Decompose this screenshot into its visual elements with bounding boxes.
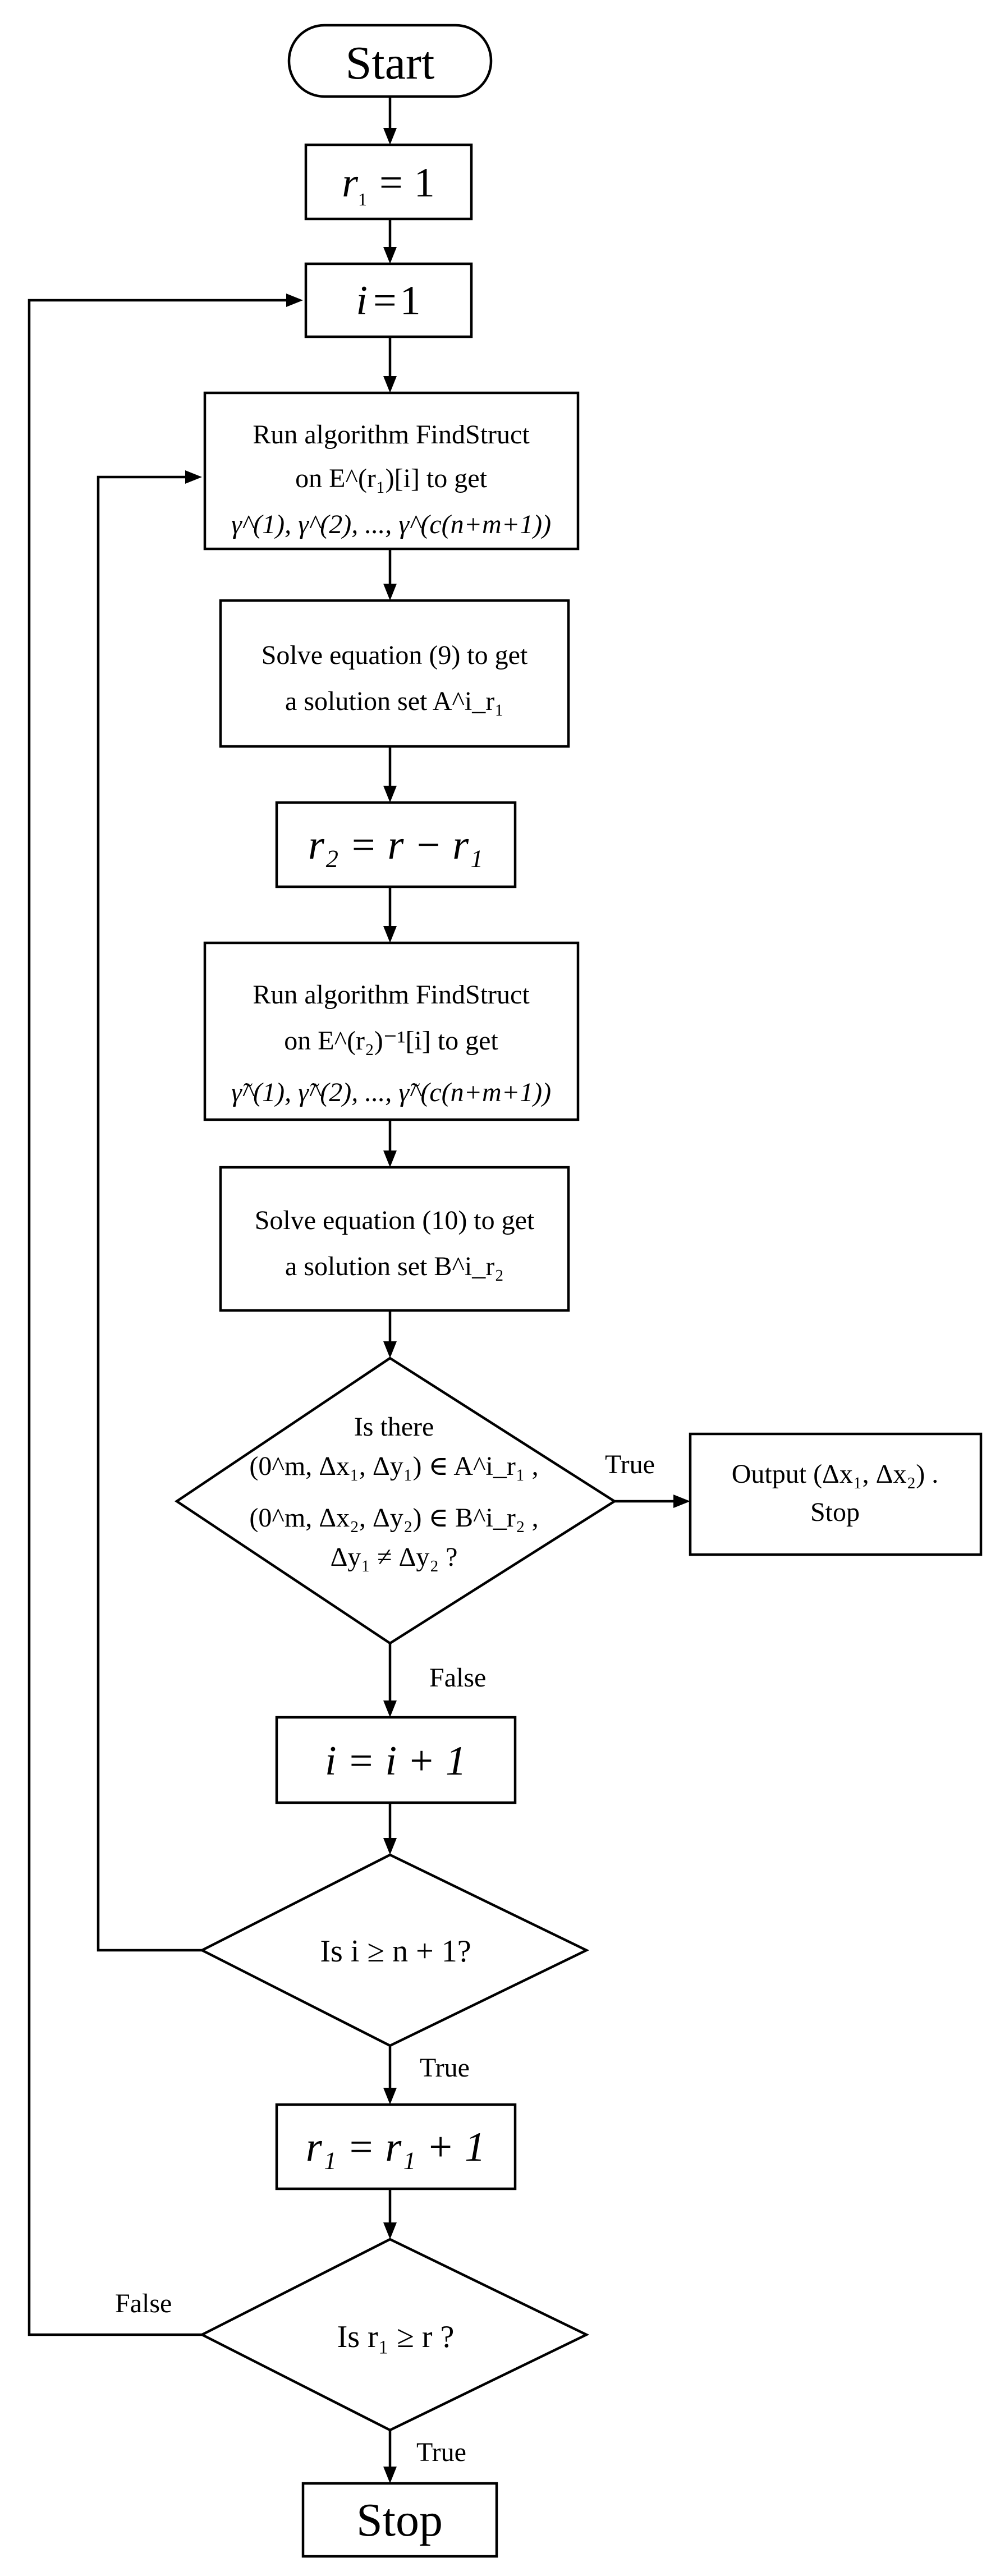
arrowhead bbox=[383, 376, 397, 393]
output-box bbox=[689, 1432, 983, 1556]
process-findstruct-1: Run algorithm FindStruct on E^(r₁)[i] to… bbox=[203, 391, 580, 551]
arrowhead bbox=[383, 1151, 397, 1167]
decision-exists-line1: Is there bbox=[354, 1412, 434, 1442]
edge-labels: True False True False True bbox=[115, 1450, 655, 2467]
findstruct-1-box bbox=[203, 391, 580, 551]
decision-r1: Is r₁ ≥ r ? bbox=[199, 2238, 590, 2432]
process-set-r2: r₂ = r − r₁ bbox=[275, 801, 517, 888]
arrowhead bbox=[383, 2467, 397, 2483]
edge-label-exists-false: False bbox=[429, 1663, 486, 1693]
findstruct-2-line1: Run algorithm FindStruct bbox=[253, 980, 530, 1010]
findstruct-2-line3: γ̃^(1), γ̃^(2), ..., γ̃^(c(n+m+1)) bbox=[231, 1078, 551, 1107]
arrowhead bbox=[383, 2222, 397, 2239]
decision-r1-diamond bbox=[199, 2238, 590, 2432]
stop-terminator: Stop bbox=[301, 2482, 498, 2558]
decision-r1-label: Is r₁ ≥ r ? bbox=[337, 2320, 455, 2354]
process-inc-r1: r₁ = r₁ + 1 bbox=[275, 2103, 517, 2190]
init-r1-box bbox=[304, 143, 473, 221]
arrow-decision-i-loop-to-find1 bbox=[97, 475, 202, 1952]
inc-i-box bbox=[275, 1716, 517, 1804]
inc-i-expression: i = i + 1 bbox=[325, 1738, 466, 1784]
process-solve-10: Solve equation (10) to get a solution se… bbox=[219, 1166, 570, 1312]
set-r2-expression: r₂ = r − r₁ bbox=[308, 822, 483, 868]
decision-i-label: Is i ≥ n + 1? bbox=[320, 1934, 471, 1969]
stop-label: Stop bbox=[356, 2494, 443, 2546]
findstruct-1-line3: γ^(1), γ^(2), ..., γ^(c(n+m+1)) bbox=[231, 510, 551, 539]
set-r2-box bbox=[275, 801, 517, 888]
arrowhead bbox=[383, 2088, 397, 2105]
decision-exists-line3: (0^m, Δx₂, Δy₂) ∈ B^i_r₂ , bbox=[249, 1503, 538, 1533]
edge-label-i-true: True bbox=[420, 2053, 470, 2083]
process-output: Output (Δx₁, Δx₂) . Stop bbox=[689, 1432, 983, 1556]
findstruct-1-line1: Run algorithm FindStruct bbox=[253, 420, 530, 450]
arrowhead bbox=[383, 926, 397, 943]
decision-i-diamond bbox=[199, 1853, 590, 2047]
process-solve-9: Solve equation (9) to get a solution set… bbox=[219, 599, 570, 748]
decision-exists: Is there (0^m, Δx₁, Δy₁) ∈ A^i_r₁ , (0^m… bbox=[174, 1356, 617, 1645]
arrowhead bbox=[286, 294, 303, 307]
edge-label-r1-true: True bbox=[416, 2437, 466, 2467]
decision-exists-line2: (0^m, Δx₁, Δy₁) ∈ A^i_r₁ , bbox=[249, 1451, 538, 1481]
output-line2: Stop bbox=[810, 1497, 860, 1527]
start-shape bbox=[287, 24, 493, 98]
arrowhead bbox=[185, 470, 202, 484]
arrowhead bbox=[673, 1495, 690, 1508]
solve-10-line1: Solve equation (10) to get bbox=[255, 1206, 535, 1235]
solve-9-box bbox=[219, 599, 570, 748]
output-line1: Output (Δx₁, Δx₂) . bbox=[732, 1459, 939, 1489]
arrowhead bbox=[383, 1838, 397, 1855]
edge-label-exists-true: True bbox=[605, 1450, 655, 1479]
init-i-expression: i=1 bbox=[356, 278, 420, 324]
arrowhead bbox=[383, 1700, 397, 1717]
decision-i: Is i ≥ n + 1? bbox=[199, 1853, 590, 2047]
arrowhead bbox=[383, 1341, 397, 1358]
arrowhead bbox=[383, 128, 397, 145]
connectors bbox=[27, 97, 690, 2483]
process-init-i: i=1 bbox=[304, 262, 473, 338]
solve-10-line2: a solution set B^i_r₂ bbox=[285, 1252, 504, 1281]
process-inc-i: i = i + 1 bbox=[275, 1716, 517, 1804]
solve-9-line1: Solve equation (9) to get bbox=[262, 640, 528, 670]
arrowhead bbox=[383, 786, 397, 803]
init-i-box bbox=[304, 262, 473, 338]
decision-exists-diamond bbox=[174, 1356, 617, 1645]
stop-shape bbox=[301, 2482, 498, 2558]
findstruct-1-line2: on E^(r₁)[i] to get bbox=[295, 464, 487, 493]
decision-exists-line4: Δy₁ ≠ Δy₂ ? bbox=[331, 1542, 458, 1572]
arrowhead bbox=[383, 247, 397, 264]
inc-r1-expression: r₁ = r₁ + 1 bbox=[306, 2124, 485, 2170]
arrow-decision-r1-loop-to-i bbox=[27, 299, 286, 2336]
findstruct-2-line2: on E^(r₂)⁻¹[i] to get bbox=[284, 1026, 498, 1056]
solve-10-box bbox=[219, 1166, 570, 1312]
findstruct-2-box bbox=[203, 941, 580, 1121]
process-findstruct-2: Run algorithm FindStruct on E^(r₂)⁻¹[i] … bbox=[203, 941, 580, 1121]
init-r1-expression: r1=1 bbox=[342, 160, 435, 209]
edge-label-r1-false: False bbox=[115, 2289, 172, 2318]
inc-r1-box bbox=[275, 2103, 517, 2190]
arrowhead bbox=[383, 584, 397, 601]
process-init-r1: r1=1 bbox=[304, 143, 473, 221]
start-label: Start bbox=[346, 37, 435, 89]
solve-9-line2: a solution set A^i_r₁ bbox=[285, 686, 504, 716]
start-terminator: Start bbox=[287, 24, 493, 98]
